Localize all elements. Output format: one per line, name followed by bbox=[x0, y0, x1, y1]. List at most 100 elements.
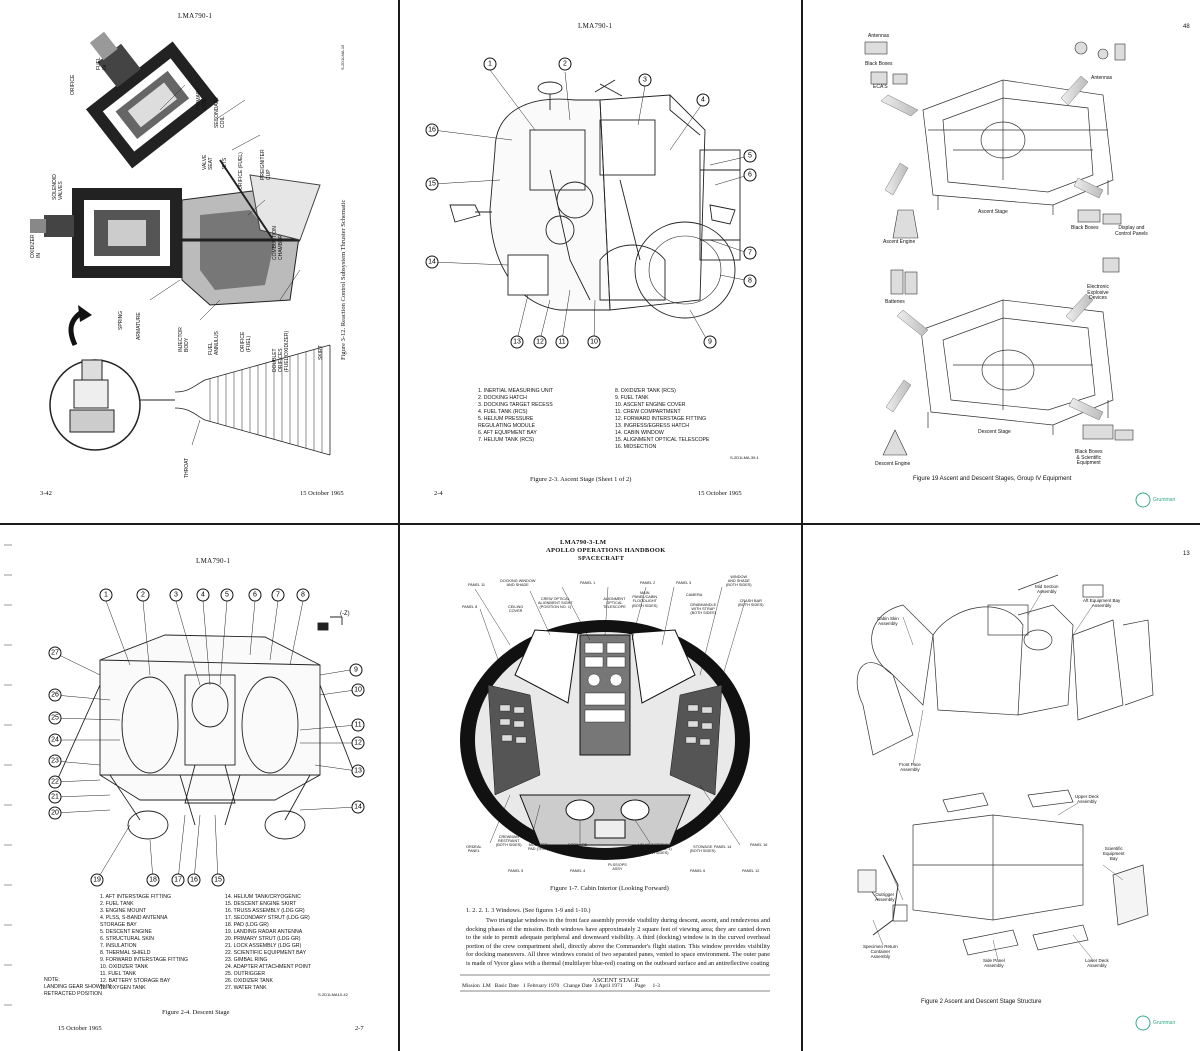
axis-label: (-Z) bbox=[340, 611, 350, 617]
label-side-panel: Side Panel Assembly bbox=[983, 958, 1005, 968]
label-secondary-coil: SECONDARY COIL bbox=[214, 96, 226, 128]
page-number: 13 bbox=[1183, 551, 1190, 557]
label-orifice-fuel: ORIFICE (FUEL) bbox=[238, 152, 244, 190]
label-explosive-devices: Electronic Explosive Devices bbox=[1087, 284, 1109, 301]
landing-gear-note: NOTE: LANDING GEAR SHOWN IN RETRACTED PO… bbox=[44, 977, 112, 998]
label-fuel-annulus: FUEL ANNULUS bbox=[208, 331, 220, 355]
stage-structure-drawing bbox=[856, 574, 1154, 1031]
group-iv-drawing bbox=[864, 41, 1151, 508]
svg-text:20: 20 bbox=[51, 810, 59, 817]
label-black-boxes-top: Black Boxes bbox=[865, 61, 893, 67]
label-skirt: SKIRT bbox=[318, 345, 324, 360]
label-forward-hatch: FORWARD HATCH bbox=[568, 843, 588, 852]
page-footer-right: 15 October 1965 bbox=[698, 490, 742, 497]
label-descent-stage: Descent Stage bbox=[978, 429, 1011, 435]
label-panel8: PANEL 8 bbox=[462, 605, 478, 609]
svg-text:14: 14 bbox=[354, 804, 362, 811]
page-descent-stage: LMA790-1 (-Z) bbox=[0, 525, 398, 1051]
figure-caption: Figure 1-7. Cabin Interior (Looking Forw… bbox=[550, 885, 669, 892]
label-batteries: Batteries bbox=[885, 299, 905, 305]
grumman-logo: Grumman bbox=[1153, 1020, 1176, 1026]
label-window-shade: WINDOW AND SHADE (BOTH SIDES) bbox=[726, 575, 752, 588]
page-header: LMA790-1 bbox=[578, 22, 613, 30]
label-mid-section: Mid Section Assembly bbox=[1035, 584, 1059, 594]
figure-ref-code: S-2D1LMA-15 bbox=[340, 44, 345, 70]
svg-text:15: 15 bbox=[214, 877, 222, 884]
divider-horizontal bbox=[0, 523, 1200, 525]
label-stowage: STOWAGE (BOTH SIDES) bbox=[690, 845, 716, 854]
page-footer-left: 3-42 bbox=[40, 490, 52, 497]
svg-text:8: 8 bbox=[301, 592, 305, 599]
divider-bottom-1 bbox=[398, 524, 400, 1051]
label-docking-window: DOCKING WINDOW AND SHADE bbox=[500, 579, 536, 588]
label-throat: THROAT bbox=[184, 457, 190, 478]
footer-stage: ASCENT STAGE bbox=[592, 977, 640, 984]
svg-text:6: 6 bbox=[748, 172, 752, 179]
svg-text:10: 10 bbox=[590, 339, 598, 346]
handbook-header-title: APOLLO OPERATIONS HANDBOOK bbox=[546, 547, 666, 554]
svg-text:1: 1 bbox=[488, 61, 492, 68]
label-panel4: PANEL 4 bbox=[570, 869, 586, 873]
label-panel12: PANEL 12 bbox=[742, 869, 760, 873]
label-alignment-telescope: ALIGNMENT OPTICAL TELESCOPE bbox=[603, 597, 626, 610]
label-jets: JETS bbox=[222, 157, 228, 170]
label-solenoid-valves: SOLENOID VALVES bbox=[52, 174, 64, 200]
page-footer-left: 2-4 bbox=[434, 490, 443, 497]
figure-caption: Figure 3-12. Reaction Control Subsystem … bbox=[340, 199, 347, 360]
label-antennas-right: Antennas bbox=[1091, 75, 1113, 81]
label-fuel-in: FUEL IN bbox=[96, 57, 108, 70]
label-panel1: PANEL 1 bbox=[580, 581, 596, 585]
label-ecas: ECA'S bbox=[873, 84, 888, 90]
figure-ref-code: S-2D1LMA10-42 bbox=[318, 992, 348, 997]
label-preigniter-cup: PREIGNITER CUP bbox=[260, 149, 272, 180]
figure-caption: Figure 2-4. Descent Stage bbox=[162, 1009, 230, 1016]
svg-text:6: 6 bbox=[253, 592, 257, 599]
label-orifice-fuel-2: ORIFICE (FUEL) bbox=[240, 331, 252, 352]
label-oxidizer-in: OXIDIZER IN bbox=[30, 234, 42, 258]
label-scientific-bay: Scientific Equipment Bay bbox=[1103, 846, 1125, 861]
handbook-header-code: LMA790-3-LM bbox=[560, 539, 607, 546]
label-spring: SPRING bbox=[118, 310, 124, 330]
label-specimen-return: Specimen Return Container Assembly bbox=[863, 944, 898, 959]
svg-text:4: 4 bbox=[201, 592, 205, 599]
svg-text:3: 3 bbox=[643, 77, 647, 84]
svg-text:25: 25 bbox=[51, 715, 59, 722]
page-footer-right: 2-7 bbox=[355, 1025, 364, 1032]
svg-text:3: 3 bbox=[174, 592, 178, 599]
label-outrigger: Outrigger Assembly bbox=[875, 892, 895, 902]
page-header: LMA790-1 bbox=[196, 557, 231, 565]
legend-left: 1. INERTIAL MEASURING UNIT 2. DOCKING HA… bbox=[478, 388, 554, 444]
page-footer-right: 15 October 1965 bbox=[300, 490, 344, 497]
page-header: LMA790-1 bbox=[178, 12, 213, 20]
label-valve-seat: VALVE SEAT bbox=[202, 154, 214, 170]
descent-stage-drawing: 1 2 3 4 5 6 7 8 9 10 11 12 13 14 15 16 1… bbox=[4, 544, 365, 1006]
figure-caption: Figure 2 Ascent and Descent Stage Struct… bbox=[921, 999, 1042, 1005]
svg-text:16: 16 bbox=[428, 127, 436, 134]
label-crash-bar: CRASH BAR (BOTH SIDES) bbox=[738, 599, 764, 608]
label-panel3: PANEL 3 bbox=[676, 581, 692, 585]
svg-text:18: 18 bbox=[149, 877, 157, 884]
label-orifice: ORIFICE bbox=[70, 74, 76, 95]
label-mounted-pad: MOUNTED PAD (TRIM) bbox=[528, 843, 549, 852]
divider-bottom-2 bbox=[801, 524, 803, 1051]
label-front-face: Front Face Assembly bbox=[899, 762, 921, 772]
svg-text:11: 11 bbox=[558, 339, 565, 346]
svg-text:11: 11 bbox=[354, 722, 361, 729]
label-plss: PLSS/OPS ASSY bbox=[608, 863, 627, 872]
svg-text:16: 16 bbox=[190, 877, 198, 884]
figure-caption: Figure 19 Ascent and Descent Stages, Gro… bbox=[913, 476, 1072, 482]
label-cabin-skin: Cabin Skin Assembly bbox=[877, 616, 899, 626]
svg-text:1: 1 bbox=[104, 592, 108, 599]
cabin-interior-drawing bbox=[460, 586, 770, 992]
divider-top-1 bbox=[398, 0, 400, 524]
svg-text:19: 19 bbox=[93, 877, 101, 884]
svg-text:27: 27 bbox=[51, 650, 59, 657]
label-panel2: PANEL 2 bbox=[640, 581, 656, 585]
label-panel14: PANEL 14 bbox=[714, 845, 732, 849]
page-cabin-interior: LMA790-3-LM APOLLO OPERATIONS HANDBOOK S… bbox=[400, 525, 801, 1051]
label-upper-deck: Upper Deck Assembly bbox=[1075, 794, 1099, 804]
figure-ref-code: S-2D1LMA-39-1 bbox=[730, 455, 759, 460]
ascent-stage-drawing: 1 2 3 4 5 6 7 8 9 10 11 12 13 14 15 16 bbox=[425, 57, 757, 349]
label-panel5: PANEL 5 bbox=[508, 869, 524, 873]
label-ceiling-cover: CEILING COVER bbox=[508, 605, 524, 614]
